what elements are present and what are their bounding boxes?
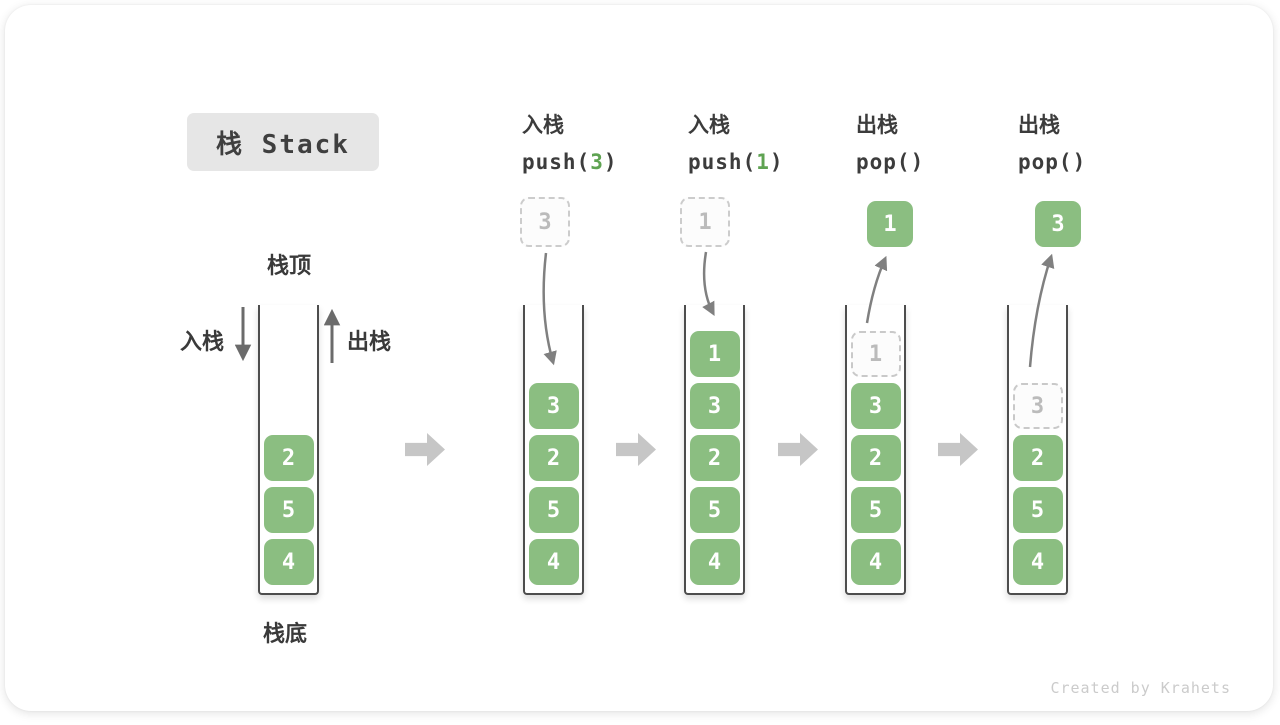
op-code: push(3) (522, 144, 618, 180)
stack-state-after-pop-1: 1 3 2 5 4 (845, 305, 906, 595)
code-post: ) (603, 150, 618, 174)
stack-cell: 3 (689, 383, 740, 429)
stack-cell: 5 (1012, 487, 1063, 533)
push-source-box: 1 (680, 197, 730, 247)
step-arrow-icon (778, 433, 818, 466)
code-arg: 1 (756, 150, 770, 174)
stack-cell-ghost: 1 (850, 331, 901, 377)
code-arg: 3 (590, 150, 604, 174)
stack-cell: 2 (528, 435, 579, 481)
stack-cell: 3 (528, 383, 579, 429)
step-arrow-icon (938, 433, 978, 466)
op-code: pop() (856, 144, 924, 180)
pop-direction-label: 出栈 (347, 329, 392, 354)
push-source-box: 3 (520, 197, 570, 247)
stack-state-after-push-1: 1 3 2 5 4 (684, 305, 745, 595)
diagram-canvas: 栈 Stack 入栈 push(3) 入栈 push(1) 出栈 pop() 出… (5, 5, 1273, 711)
stack-state-initial: 2 5 4 (258, 305, 319, 595)
push-1-arrow-icon (702, 251, 715, 317)
stack-state-after-pop-3: 3 2 5 4 (1007, 305, 1068, 595)
step-arrow-icon (405, 433, 445, 466)
code-pre: push( (688, 150, 757, 174)
op-label-push-3: 入栈 push(3) (522, 108, 618, 180)
watermark: Created by Krahets (1050, 679, 1231, 697)
step-arrow-icon (616, 433, 656, 466)
stack-cell: 4 (850, 539, 901, 585)
push-direction-label: 入栈 (180, 329, 225, 354)
pop-result-box: 3 (1035, 201, 1081, 247)
stack-cell: 4 (689, 539, 740, 585)
op-label-pop-1: 出栈 pop() (856, 108, 924, 180)
code-post: ) (769, 150, 784, 174)
stack-state-after-push-3: 3 2 5 4 (523, 305, 584, 595)
diagram-title: 栈 Stack (187, 113, 379, 171)
op-label-pop-3: 出栈 pop() (1018, 108, 1086, 180)
stack-cell: 4 (263, 539, 314, 585)
stack-cell: 5 (850, 487, 901, 533)
code-post: ) (910, 150, 925, 174)
stack-bottom-label: 栈底 (263, 621, 308, 646)
stack-cell: 3 (850, 383, 901, 429)
stack-cell: 4 (528, 539, 579, 585)
op-name: 出栈 (856, 114, 898, 137)
stack-cell: 2 (1012, 435, 1063, 481)
op-code: push(1) (688, 144, 784, 180)
stack-cell: 4 (1012, 539, 1063, 585)
stack-cell: 1 (689, 331, 740, 377)
op-label-push-1: 入栈 push(1) (688, 108, 784, 180)
stack-cell: 5 (689, 487, 740, 533)
stack-cell: 2 (263, 435, 314, 481)
op-name: 入栈 (522, 114, 564, 137)
op-name: 出栈 (1018, 114, 1060, 137)
stack-cell: 2 (850, 435, 901, 481)
code-post: ) (1072, 150, 1087, 174)
stack-cell: 5 (528, 487, 579, 533)
code-pre: pop( (1018, 150, 1073, 174)
op-name: 入栈 (688, 114, 730, 137)
code-pre: pop( (856, 150, 911, 174)
op-code: pop() (1018, 144, 1086, 180)
stack-cell: 2 (689, 435, 740, 481)
stack-cell: 5 (263, 487, 314, 533)
stack-cell-ghost: 3 (1012, 383, 1063, 429)
code-pre: push( (522, 150, 591, 174)
stack-top-label: 栈顶 (267, 253, 312, 278)
pop-result-box: 1 (867, 201, 913, 247)
